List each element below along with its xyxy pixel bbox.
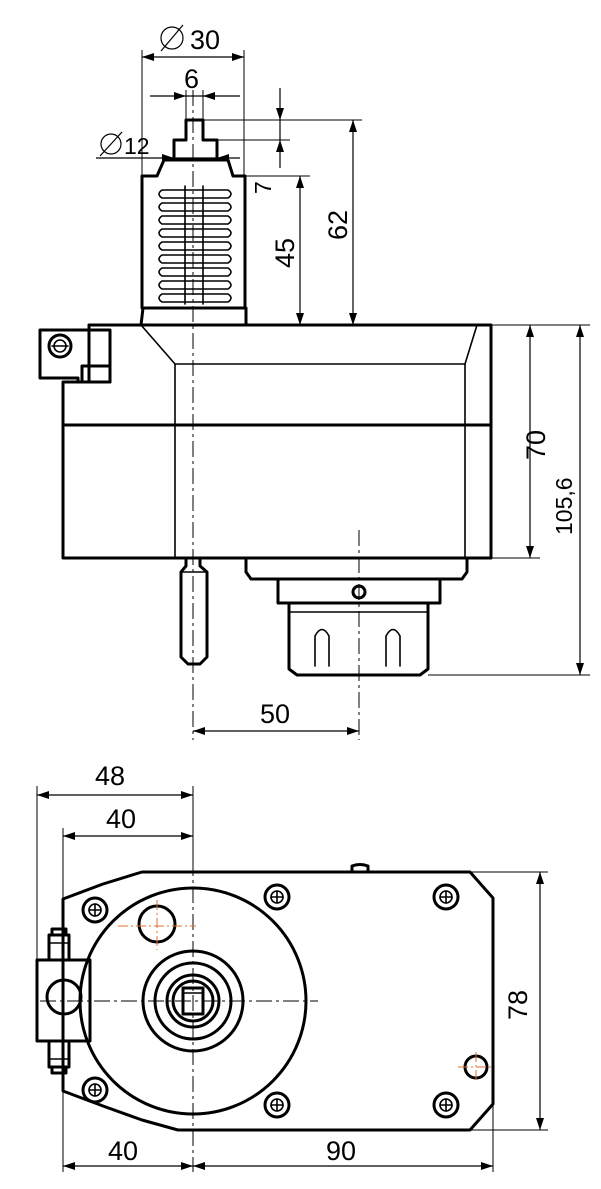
dim-clamp-width: 48 (36, 761, 194, 960)
svg-text:40: 40 (108, 1136, 138, 1166)
dim-depth: 78 (470, 871, 548, 1131)
dim-total-shank: 62 (217, 119, 362, 325)
svg-text:90: 90 (326, 1136, 356, 1166)
dim-base-right: 90 (193, 1104, 494, 1172)
side-clamp (35, 927, 92, 1075)
side-view: 30 6 12 7 (38, 24, 590, 740)
svg-text:45: 45 (270, 238, 300, 268)
bolt-5 (263, 1091, 291, 1119)
svg-text:78: 78 (503, 990, 533, 1020)
bolt-3 (432, 883, 460, 911)
shank-threads (158, 185, 232, 305)
bolt-1 (81, 896, 109, 924)
dim-base-left: 40 (62, 1091, 193, 1172)
dim-tip-width: 6 (150, 64, 240, 120)
svg-text:70: 70 (521, 430, 551, 460)
bolt-4 (81, 1076, 109, 1104)
dim-tip-diameter: 12 (96, 131, 240, 162)
svg-text:50: 50 (260, 699, 290, 729)
svg-text:62: 62 (323, 210, 353, 240)
svg-text:12: 12 (124, 133, 150, 159)
dim-spindle-offset: 50 (193, 699, 359, 735)
clamp-block (38, 328, 112, 384)
dim-center-from-left: 40 (62, 804, 193, 899)
hole-centerlines (118, 900, 494, 1082)
svg-text:40: 40 (106, 804, 136, 834)
svg-text:48: 48 (95, 761, 125, 791)
bolts (81, 883, 460, 1119)
bolt-2 (263, 883, 291, 911)
plan-view: 48 40 40 90 (35, 761, 548, 1172)
bolt-6 (432, 1091, 460, 1119)
shank (139, 118, 248, 327)
dim-shank-length: 45 (245, 175, 310, 325)
svg-text:6: 6 (184, 64, 199, 94)
dim-body-height: 70 (491, 324, 590, 559)
base-plate (61, 863, 495, 1132)
coolant-pin (179, 556, 209, 666)
svg-text:105,6: 105,6 (551, 477, 577, 535)
dim-shank-diameter: 30 (141, 24, 245, 176)
svg-text:30: 30 (190, 25, 220, 55)
spindle (244, 556, 469, 677)
svg-text:7: 7 (250, 181, 276, 194)
dim-total-height: 105,6 (428, 325, 590, 676)
housing (61, 323, 493, 560)
